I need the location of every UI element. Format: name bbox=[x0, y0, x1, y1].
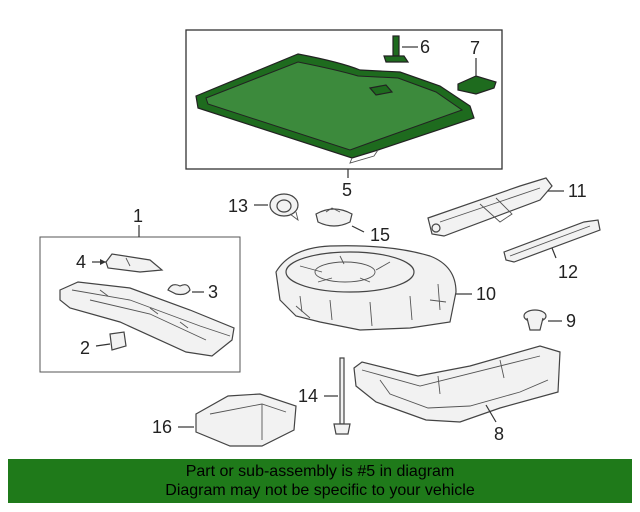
part-10-storage-tray[interactable] bbox=[275, 245, 457, 331]
callout-2: 2 bbox=[80, 338, 90, 358]
part-12-wrench[interactable] bbox=[503, 219, 601, 263]
callout-5: 5 bbox=[342, 180, 352, 200]
banner-line-2: Diagram may not be specific to your vehi… bbox=[165, 482, 475, 499]
part-15-cap[interactable] bbox=[315, 207, 353, 227]
callout-16: 16 bbox=[152, 417, 172, 437]
part-14-rod[interactable] bbox=[333, 357, 351, 435]
callout-11: 11 bbox=[568, 181, 587, 201]
part-6-fastener[interactable] bbox=[383, 35, 410, 63]
callout-15: 15 bbox=[370, 225, 390, 245]
callout-3: 3 bbox=[208, 282, 218, 302]
group-box-1 bbox=[39, 236, 241, 373]
part-4-bracket[interactable] bbox=[105, 253, 164, 273]
part-3-clip[interactable] bbox=[167, 284, 191, 296]
part-11-jack[interactable] bbox=[427, 177, 553, 237]
part-5-floor-panel[interactable] bbox=[195, 53, 475, 164]
callout-6: 6 bbox=[420, 37, 430, 57]
part-16-bin[interactable] bbox=[195, 393, 297, 447]
part-13-plug[interactable] bbox=[269, 193, 299, 222]
part-2-retainer[interactable] bbox=[109, 331, 127, 351]
callout-14: 14 bbox=[298, 386, 318, 406]
callout-9: 9 bbox=[566, 311, 576, 331]
callout-4: 4 bbox=[76, 252, 86, 272]
callout-10: 10 bbox=[476, 284, 496, 304]
part-1-trim-panel[interactable] bbox=[59, 281, 235, 357]
callout-12: 12 bbox=[558, 262, 578, 282]
callout-1: 1 bbox=[133, 206, 143, 226]
part-9-plug[interactable] bbox=[523, 309, 547, 331]
callout-8: 8 bbox=[494, 424, 504, 444]
part-8-liner[interactable] bbox=[353, 345, 561, 423]
callout-7: 7 bbox=[470, 38, 480, 58]
info-banner: Part or sub-assembly is #5 in diagram Di… bbox=[8, 459, 632, 503]
banner-line-1: Part or sub-assembly is #5 in diagram bbox=[185, 463, 455, 480]
callout-13: 13 bbox=[228, 196, 248, 216]
